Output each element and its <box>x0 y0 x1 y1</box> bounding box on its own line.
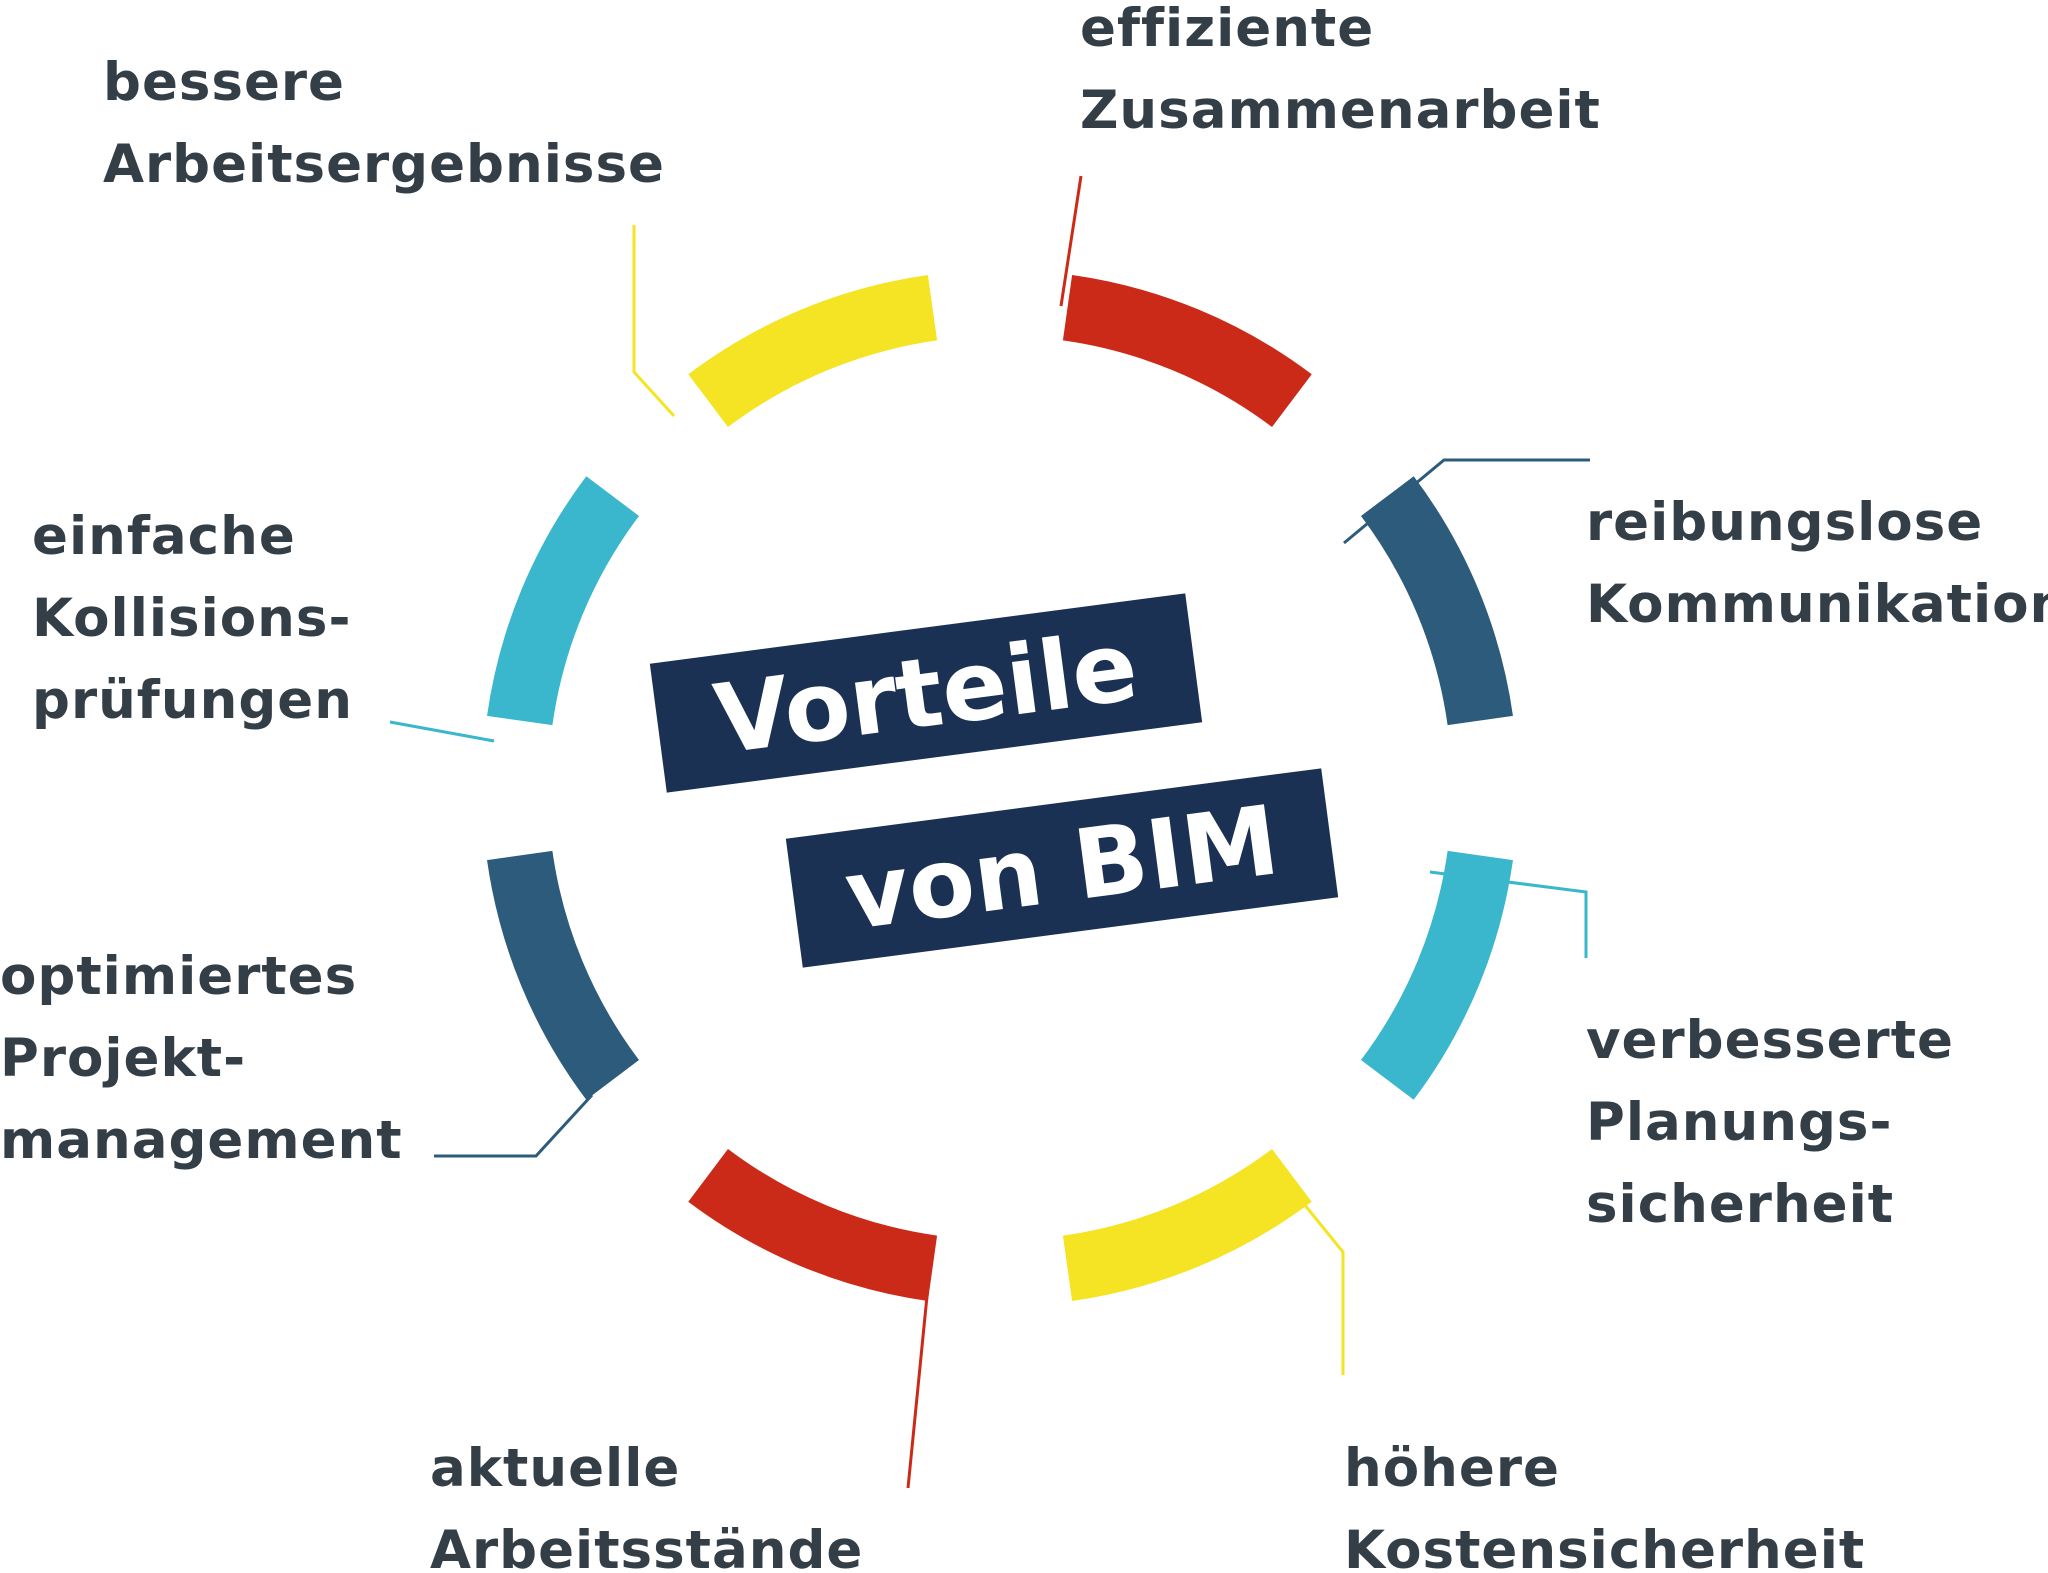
label-line: Arbeitsergebnisse <box>103 134 665 195</box>
label-reibungslose-kommunikation: reibungslose Kommunikation <box>1586 482 2048 646</box>
label-line: prüfungen <box>32 670 353 731</box>
label-line: einfache <box>32 506 296 567</box>
label-bessere-arbeitsergebnisse: bessere Arbeitsergebnisse <box>103 42 665 206</box>
label-line: höhere <box>1344 1438 1560 1499</box>
label-line: optimiertes <box>0 946 358 1007</box>
label-verbesserte-planungssicherheit: verbesserte Planungs- sicherheit <box>1586 1000 1954 1246</box>
ring-segment-verbesserte-planungssicherheit <box>1360 850 1513 1100</box>
label-line: Arbeitsstände <box>430 1520 864 1573</box>
ring-segment-einfache-kollisionspruefungen <box>487 476 640 726</box>
connector-line-reibungslose-kommunikation <box>1343 458 1590 545</box>
label-line: reibungslose <box>1586 492 1984 553</box>
ring-segment-hoehere-kostensicherheit <box>1062 1148 1312 1301</box>
ring-segment-effiziente-zusammenarbeit <box>1062 275 1312 428</box>
label-hoehere-kostensicherheit: höhere Kostensicherheit <box>1344 1428 1865 1573</box>
connector-line-bessere-arbeitsergebnisse <box>632 225 676 418</box>
connector-lines <box>389 175 1590 1489</box>
label-line: Zusammenarbeit <box>1080 80 1601 141</box>
label-line: aktuelle <box>430 1438 681 1499</box>
label-einfache-kollisionspruefungen: einfache Kollisions- prüfungen <box>32 496 353 742</box>
ring-segment-aktuelle-arbeitsstaende <box>688 1148 938 1301</box>
connector-line-aktuelle-arbeitsstaende <box>906 1275 931 1489</box>
label-effiziente-zusammenarbeit: effiziente Zusammenarbeit <box>1080 0 1601 152</box>
label-line: Kommunikation <box>1586 574 2048 635</box>
ring-segments <box>487 275 1513 1301</box>
ring-segment-bessere-arbeitsergebnisse <box>688 275 938 428</box>
label-line: management <box>0 1110 403 1171</box>
connector-line-effiziente-zusammenarbeit <box>1059 175 1083 307</box>
label-line: Kostensicherheit <box>1344 1520 1866 1573</box>
label-line: effiziente <box>1080 0 1375 59</box>
label-line: verbesserte <box>1586 1010 1954 1071</box>
label-line: Kollisions- <box>32 588 352 649</box>
connector-line-hoehere-kostensicherheit <box>1289 1187 1345 1375</box>
ring-segment-optimiertes-projektmanagement <box>487 850 640 1100</box>
label-aktuelle-arbeitsstaende: aktuelle Arbeitsstände <box>430 1428 863 1573</box>
label-optimiertes-projektmanagement: optimiertes Projekt- management <box>0 936 403 1182</box>
label-line: Projekt- <box>0 1028 247 1089</box>
ring-segment-reibungslose-kommunikation <box>1360 476 1513 726</box>
connector-line-optimiertes-projektmanagement <box>434 1093 594 1158</box>
label-line: Planungs- <box>1586 1092 1893 1153</box>
label-line: sicherheit <box>1586 1174 1895 1235</box>
label-line: bessere <box>103 52 346 113</box>
connector-line-verbesserte-planungssicherheit <box>1429 870 1588 958</box>
connector-line-einfache-kollisionspruefungen <box>389 720 495 743</box>
